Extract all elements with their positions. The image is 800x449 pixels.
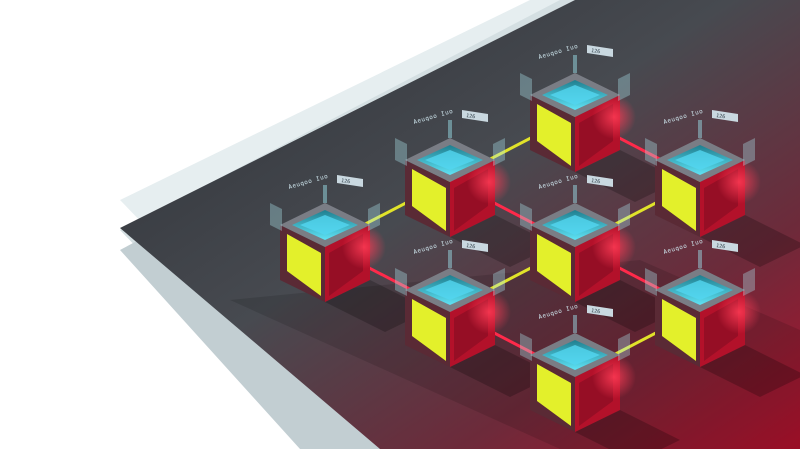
- block-tab-label: 126: [716, 113, 726, 120]
- cube-side-panel: [618, 73, 630, 101]
- cube-glow: [467, 290, 511, 334]
- cube-left-face: [412, 299, 446, 361]
- cube-side-panel: [520, 73, 532, 101]
- cube-well-light: [425, 150, 475, 170]
- block-tab-label: 126: [591, 308, 601, 315]
- block-tab: [462, 110, 488, 122]
- cube-shadow: [700, 215, 800, 267]
- cube-beam: [323, 185, 327, 203]
- cube-glow: [717, 290, 761, 334]
- block-tab-label: 126: [341, 178, 351, 185]
- cube-side-panel: [493, 138, 505, 166]
- cube-beam: [573, 185, 577, 203]
- block-tab: [337, 175, 363, 187]
- block-tab-label: 126: [466, 243, 476, 250]
- cube-glow: [467, 160, 511, 204]
- cube-side-panel: [395, 138, 407, 166]
- block-tab: [587, 305, 613, 317]
- cube-shadow: [450, 215, 555, 267]
- cube-left-face: [537, 104, 571, 166]
- cube-left-face: [287, 234, 321, 296]
- cube-shadow: [575, 150, 680, 202]
- cube-glow: [592, 355, 636, 399]
- cube-side-panel: [618, 203, 630, 231]
- block-tab: [712, 110, 738, 122]
- cube-side-panel: [645, 138, 657, 166]
- cube-glow: [592, 225, 636, 269]
- cube-side-panel: [520, 333, 532, 361]
- block-tab-label: 126: [466, 113, 476, 120]
- cube-well-light: [425, 280, 475, 300]
- cube-glow: [717, 160, 761, 204]
- cube-shadow: [450, 345, 555, 397]
- cube-well-light: [675, 280, 725, 300]
- cube-beam: [698, 250, 702, 268]
- cube-glow: [342, 225, 386, 269]
- block-tab-label: 126: [591, 48, 601, 55]
- cube-well-light: [675, 150, 725, 170]
- cube-shadow: [575, 280, 680, 332]
- cube-side-panel: [743, 268, 755, 296]
- cube-well-light: [300, 215, 350, 235]
- cube-side-panel: [645, 268, 657, 296]
- cube-left-face: [537, 364, 571, 426]
- cube-side-panel: [270, 203, 282, 231]
- block-tab: [712, 240, 738, 252]
- cube-side-panel: [368, 203, 380, 231]
- cube-beam: [698, 120, 702, 138]
- cube-well-light: [550, 215, 600, 235]
- cube-side-panel: [493, 268, 505, 296]
- block-tab-label: 126: [716, 243, 726, 250]
- block-tab: [462, 240, 488, 252]
- cube-beam: [448, 250, 452, 268]
- cube-beam: [448, 120, 452, 138]
- cube-glow: [592, 95, 636, 139]
- cube-left-face: [662, 169, 696, 231]
- cube-left-face: [537, 234, 571, 296]
- block-tab: [587, 45, 613, 57]
- cube-well-light: [550, 85, 600, 105]
- cube-side-panel: [520, 203, 532, 231]
- cube-side-panel: [395, 268, 407, 296]
- cube-shadow: [575, 410, 680, 449]
- cube-well-light: [550, 345, 600, 365]
- cube-beam: [573, 315, 577, 333]
- cube-side-panel: [743, 138, 755, 166]
- cube-side-panel: [618, 333, 630, 361]
- cube-left-face: [662, 299, 696, 361]
- cube-beam: [573, 55, 577, 73]
- block-tab: [587, 175, 613, 187]
- cube-shadow: [700, 345, 800, 397]
- block-tab-label: 126: [591, 178, 601, 185]
- cube-shadow: [325, 280, 430, 332]
- cube-left-face: [412, 169, 446, 231]
